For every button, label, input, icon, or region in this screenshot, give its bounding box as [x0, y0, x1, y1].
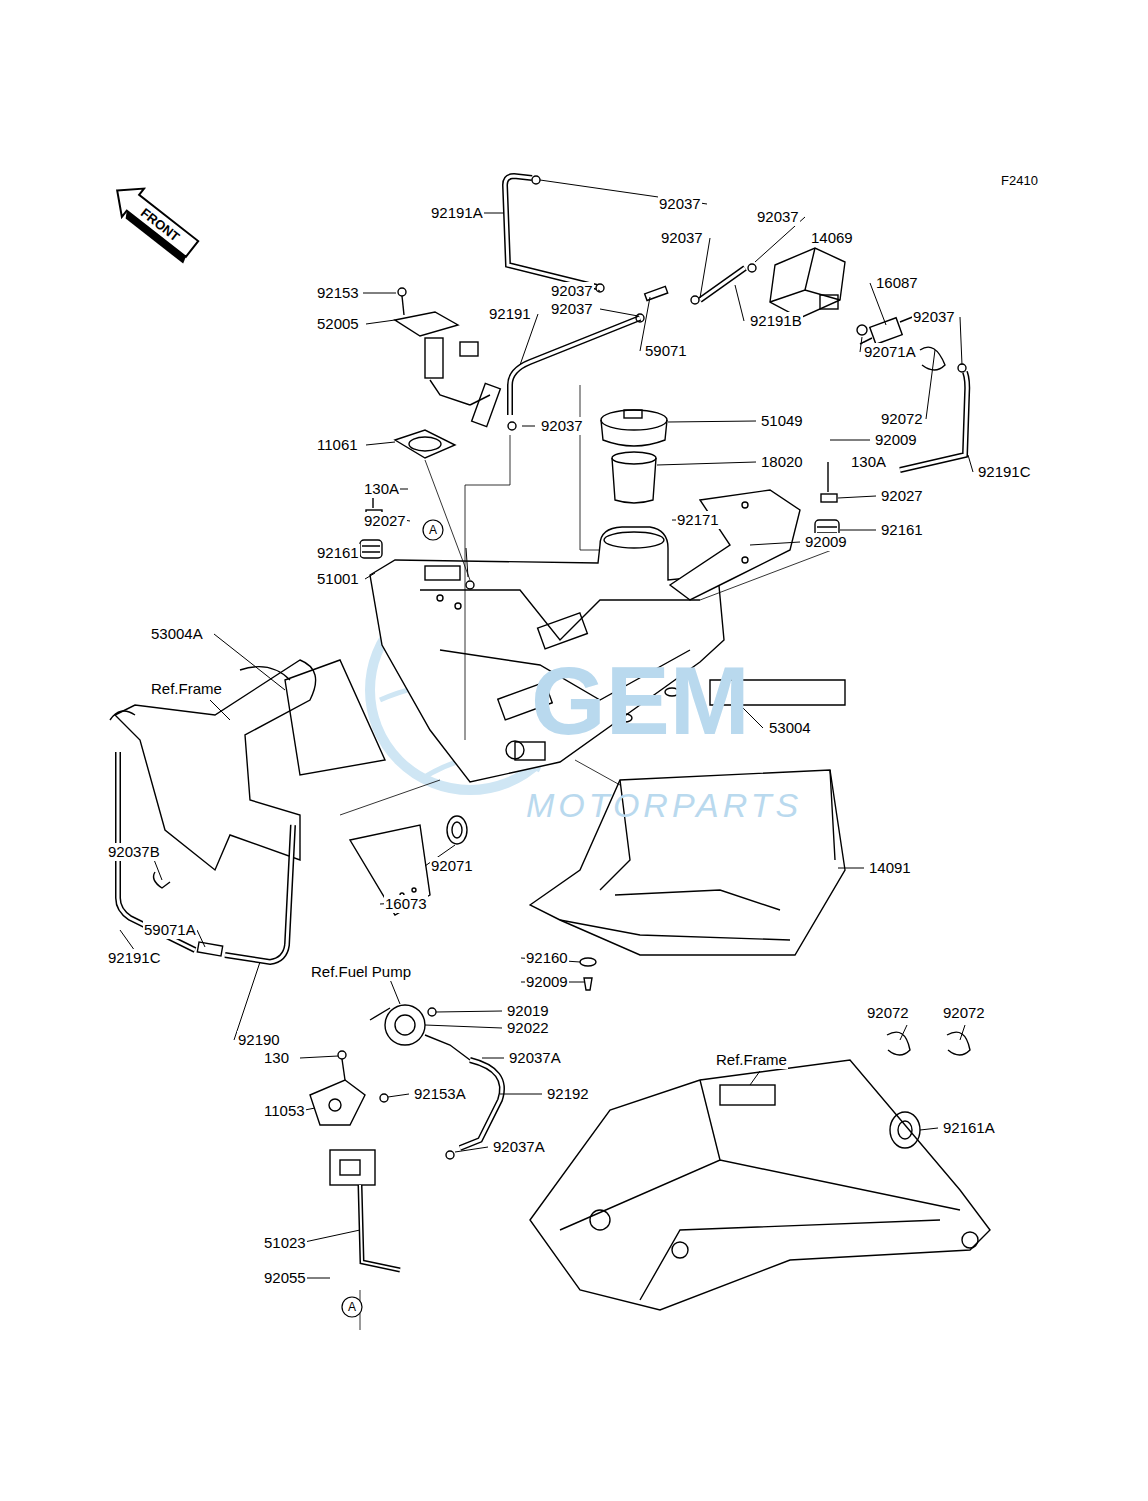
callout-number: 53004A — [150, 625, 204, 643]
callout-number: 92009 — [804, 533, 848, 551]
callout-number: 16087 — [875, 274, 919, 292]
reference-label: Ref.Frame — [715, 1051, 788, 1069]
callout-number: 92009 — [874, 431, 918, 449]
callout-number: 92037 — [756, 208, 800, 226]
callout-number: 130A — [363, 480, 400, 498]
callout-number: 92191B — [749, 312, 803, 330]
callout-number: 51049 — [760, 412, 804, 430]
reference-circle: A — [422, 519, 444, 541]
callout-number: 92019 — [506, 1002, 550, 1020]
callout-number: 92171 — [676, 511, 720, 529]
callout-number: 92055 — [263, 1269, 307, 1287]
callout-number: 92027 — [363, 512, 407, 530]
reference-letter: A — [429, 523, 437, 537]
callout-number: 11061 — [316, 436, 359, 454]
callout-number: 53004 — [768, 719, 812, 737]
callout-number: 92153A — [413, 1085, 467, 1103]
callout-number: 92037 — [550, 282, 594, 300]
callout-number: 92072 — [866, 1004, 910, 1022]
watermark-text: MOTORPARTS — [525, 785, 803, 826]
callout-number: 92037 — [658, 195, 702, 213]
callout-number: 130A — [850, 453, 887, 471]
callout-number: 92037 — [660, 229, 704, 247]
callout-number: 11053 — [263, 1102, 306, 1120]
callout-number: 92022 — [506, 1019, 550, 1037]
front-arrow: FRONT — [103, 173, 206, 266]
callout-number: 18020 — [760, 453, 804, 471]
callout-number: 92153 — [316, 284, 360, 302]
callout-number: 92037A — [492, 1138, 546, 1156]
assembly-lines — [340, 385, 845, 1330]
callout-number: 92191C — [977, 463, 1032, 481]
reference-circle: A — [341, 1296, 363, 1318]
callout-number: 51001 — [316, 570, 360, 588]
callout-number: 59071 — [644, 342, 688, 360]
watermark-text: GEM — [530, 643, 751, 758]
callout-number: 92027 — [880, 487, 924, 505]
callout-number: 92037A — [508, 1049, 562, 1067]
callout-number: 92037 — [550, 300, 594, 318]
reference-label: Ref.Fuel Pump — [310, 963, 412, 981]
callout-number: 92161A — [942, 1119, 996, 1137]
sheet-code: F2410 — [1000, 173, 1039, 189]
leader-lines — [120, 180, 973, 1278]
callout-number: 92192 — [546, 1085, 590, 1103]
reference-label: Ref.Frame — [150, 680, 223, 698]
callout-number: 92190 — [237, 1031, 281, 1049]
callout-number: 92037 — [540, 417, 584, 435]
callout-number: 92072 — [942, 1004, 986, 1022]
callout-number: 92191C — [107, 949, 162, 967]
callout-number: 92037B — [107, 843, 161, 861]
callout-number: 92161 — [316, 544, 360, 562]
callout-number: 92071 — [430, 857, 474, 875]
callout-number: 130 — [263, 1049, 290, 1067]
callout-number: 14091 — [868, 859, 912, 877]
callout-number: 92072 — [880, 410, 924, 428]
callout-number: 92037 — [912, 308, 956, 326]
callout-number: 92191A — [430, 204, 484, 222]
reference-letter: A — [348, 1300, 356, 1314]
callout-number: 14069 — [810, 229, 854, 247]
callout-number: 92009 — [525, 973, 569, 991]
callout-number: 92191 — [488, 305, 532, 323]
callout-number: 51023 — [263, 1234, 307, 1252]
drawing — [110, 176, 990, 1310]
callout-number: 92160 — [525, 949, 569, 967]
callout-number: 59071A — [143, 921, 197, 939]
callout-number: 92161 — [880, 521, 924, 539]
callout-number: 92071A — [863, 343, 917, 361]
callout-number: 52005 — [316, 315, 360, 333]
callout-number: 16073 — [384, 895, 428, 913]
